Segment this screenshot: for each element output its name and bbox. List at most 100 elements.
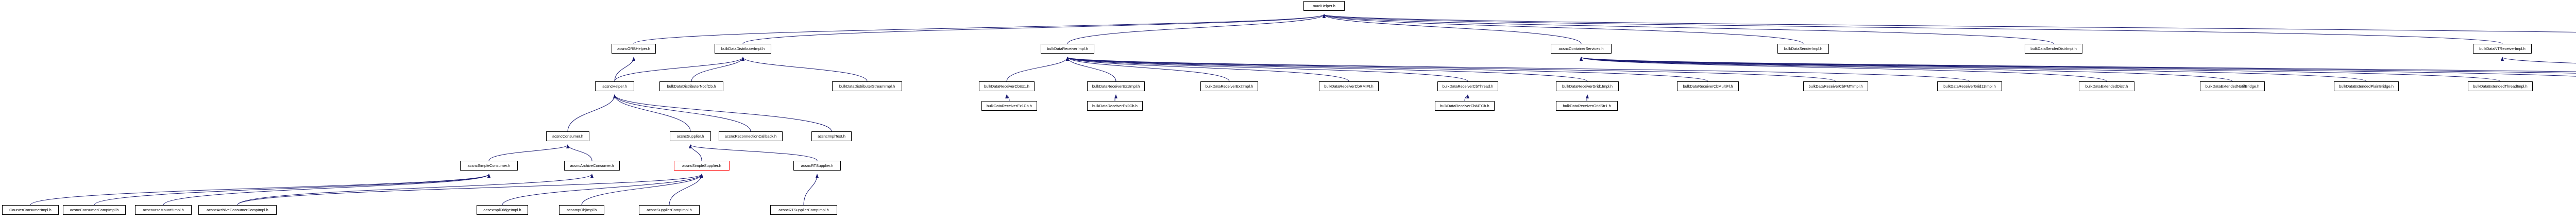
graph-node-label: bulkDataReceiverGrid11Impl.h bbox=[1943, 83, 1996, 89]
graph-node[interactable]: bulkDataReceiverCbThread.h bbox=[1437, 81, 1498, 91]
graph-edge bbox=[1323, 14, 1804, 44]
graph-edge bbox=[1580, 57, 2233, 82]
graph-node[interactable]: acsexmplFridgeImpl.h bbox=[477, 205, 528, 215]
graph-node-label: acsncHelper.h bbox=[602, 83, 627, 89]
graph-node-label: bulkDataReceiverCbThread.h bbox=[1442, 83, 1494, 89]
graph-node-label: acsncSimpleConsumer.h bbox=[467, 163, 511, 168]
graph-edge bbox=[1580, 57, 2367, 82]
graph-node-label: bulkDataReceiverCbPMTImpl.h bbox=[1808, 83, 1863, 89]
graph-node[interactable]: acsncConsumerCompImpl.h bbox=[63, 205, 126, 215]
graph-edge bbox=[1580, 57, 2576, 77]
graph-edge bbox=[1323, 14, 2576, 32]
graph-node-label: acsncORBHelper.h bbox=[617, 46, 650, 51]
graph-node-label: acsncSupplierCompImpl.h bbox=[647, 207, 692, 212]
graph-edge bbox=[691, 57, 744, 82]
graph-node[interactable]: acsncReconnectionCallback.h bbox=[719, 131, 783, 141]
graph-node[interactable]: acsncSupplier.h bbox=[670, 131, 711, 141]
graph-node[interactable]: bulkDataReceiverGrid1Impl.h bbox=[1556, 81, 1619, 91]
graph-node[interactable]: bulkDataReceiverEx1Impl.h bbox=[1087, 81, 1145, 91]
graph-node[interactable]: bulkDataReceiverEx2Impl.h bbox=[1200, 81, 1258, 91]
graph-edge bbox=[30, 174, 490, 206]
graph-node-label: acsexmplFridgeImpl.h bbox=[483, 207, 521, 212]
graph-node[interactable]: CounterConsumerImpl.h bbox=[2, 205, 59, 215]
graph-node[interactable]: bulkDataExtendedNotifBridge.h bbox=[2200, 81, 2265, 91]
graph-node[interactable]: bulkDataReceiverEx2Cb.h bbox=[1087, 101, 1143, 111]
graph-node-label: bulkDataExtendedNotifBridge.h bbox=[2205, 83, 2260, 89]
graph-node[interactable]: maciHelper.h bbox=[1303, 1, 1345, 11]
graph-node[interactable]: bulkDataDistributerNotifCb.h bbox=[659, 81, 723, 91]
graph-node[interactable]: acsncArchiveConsumerCompImpl.h bbox=[198, 205, 277, 215]
graph-edge bbox=[669, 174, 703, 206]
graph-node[interactable]: bulkDataReceiverCbRMIFI.h bbox=[1319, 81, 1379, 91]
graph-edge bbox=[1580, 57, 2107, 82]
graph-node[interactable]: acsncSimpleConsumer.h bbox=[460, 161, 518, 171]
graph-edge bbox=[1066, 57, 1468, 82]
graph-node[interactable]: acsncORBHelper.h bbox=[612, 44, 656, 54]
graph-edge bbox=[1580, 57, 2501, 82]
graph-node-label: acsampObjImpl.h bbox=[566, 207, 597, 212]
graph-edge bbox=[567, 94, 616, 132]
graph-node[interactable]: acsncArchiveConsumer.h bbox=[564, 161, 620, 171]
graph-node-label: acsncConsumer.h bbox=[552, 133, 584, 139]
graph-node[interactable]: bulkDataExtendedDistr.h bbox=[2079, 81, 2134, 91]
graph-node[interactable]: bulkDataExtendedPlainBridge.h bbox=[2334, 81, 2399, 91]
graph-node[interactable]: bulkDataReceiverGrid11Impl.h bbox=[1937, 81, 2002, 91]
graph-edge bbox=[163, 174, 490, 206]
graph-node-label: bulkDataDistributerImpl.h bbox=[721, 46, 765, 51]
graph-node-label: bulkDataNTReceiverImpl.h bbox=[2479, 46, 2526, 51]
graph-node-label: acsncRTSupplier.h bbox=[801, 163, 834, 168]
graph-edge bbox=[1066, 57, 1836, 82]
graph-edge bbox=[502, 174, 703, 206]
graph-node[interactable]: bulkDataReceiverCbMTCb.h bbox=[1435, 101, 1495, 111]
graph-edge bbox=[566, 144, 592, 161]
graph-node-label: bulkDataDistributerStreamImpl.h bbox=[839, 83, 895, 89]
graph-node[interactable]: bulkDataReceiverCbPMTImpl.h bbox=[1803, 81, 1868, 91]
graph-edge bbox=[1580, 57, 2576, 72]
graph-node[interactable]: acsncHelper.h bbox=[595, 81, 634, 91]
graph-edge bbox=[1464, 94, 1469, 101]
graph-node-label: bulkDataReceiverImpl.h bbox=[1047, 46, 1088, 51]
graph-node-label: bulkDataSenderDistrImpl.h bbox=[2030, 46, 2077, 51]
graph-node[interactable]: bulkDataReceiverCbMultiFl.h bbox=[1677, 81, 1739, 91]
graph-node[interactable]: bulkDataSenderImpl.h bbox=[1777, 44, 1829, 54]
graph-node[interactable]: bulkDataReceiverCbEx1.h bbox=[979, 81, 1035, 91]
graph-node[interactable]: acsncRTSupplier.h bbox=[793, 161, 841, 171]
graph-node[interactable]: bulkDataDistributerStreamImpl.h bbox=[832, 81, 902, 91]
graph-node[interactable]: bulkDataReceiverImpl.h bbox=[1041, 44, 1094, 54]
graph-node[interactable]: acsncContainerServices.h bbox=[1551, 44, 1612, 54]
graph-node[interactable]: bulkDataDistributerImpl.h bbox=[715, 44, 771, 54]
graph-edge bbox=[1323, 14, 2054, 44]
graph-edge bbox=[1066, 57, 1588, 82]
graph-node[interactable]: bulkDataReceiverEx1Cb.h bbox=[981, 101, 1037, 111]
graph-node[interactable]: acscourseMount5Impl.h bbox=[135, 205, 192, 215]
graph-edge bbox=[1066, 57, 1230, 82]
graph-node-label: bulkDataReceiverCbEx1.h bbox=[984, 83, 1029, 89]
graph-node[interactable]: acsncRTSupplierCompImpl.h bbox=[770, 205, 837, 215]
graph-node-label: bulkDataReceiverCbMultiFl.h bbox=[1683, 83, 1733, 89]
graph-node-label: acscourseMount5Impl.h bbox=[143, 207, 184, 212]
graph-node[interactable]: bulkDataExtendedThreadImpl.h bbox=[2468, 81, 2533, 91]
graph-node-label: acsncImplTest.h bbox=[818, 133, 845, 139]
graph-node[interactable]: bulkDataSenderDistrImpl.h bbox=[2025, 44, 2082, 54]
graph-node[interactable]: bulkDataReceiverGridStr1.h bbox=[1556, 101, 1618, 111]
graph-edge bbox=[2501, 57, 2576, 64]
graph-edge bbox=[633, 14, 1326, 44]
graph-node-label: bulkDataExtendedThreadImpl.h bbox=[2473, 83, 2528, 89]
graph-edge bbox=[613, 94, 751, 132]
graph-node[interactable]: acsncConsumer.h bbox=[546, 131, 589, 141]
graph-edge bbox=[1006, 57, 1069, 82]
graph-edge bbox=[741, 57, 868, 82]
graph-node[interactable]: bulkDataNTReceiverImpl.h bbox=[2473, 44, 2532, 54]
graph-node-label: acsncSimpleSupplier.h bbox=[682, 163, 721, 168]
graph-node[interactable]: acsncSimpleSupplier.h bbox=[674, 161, 730, 171]
graph-node-label: bulkDataSenderImpl.h bbox=[1784, 46, 1823, 51]
graph-node[interactable]: acsncImplTest.h bbox=[811, 131, 852, 141]
graph-node[interactable]: acsncSupplierCompImpl.h bbox=[639, 205, 700, 215]
graph-edge bbox=[1066, 57, 1349, 82]
graph-edge bbox=[803, 174, 819, 206]
graph-node-label: bulkDataExtendedDistr.h bbox=[2085, 83, 2128, 89]
graph-node[interactable]: acsampObjImpl.h bbox=[559, 205, 604, 215]
graph-node-label: acsncConsumerCompImpl.h bbox=[70, 207, 119, 212]
